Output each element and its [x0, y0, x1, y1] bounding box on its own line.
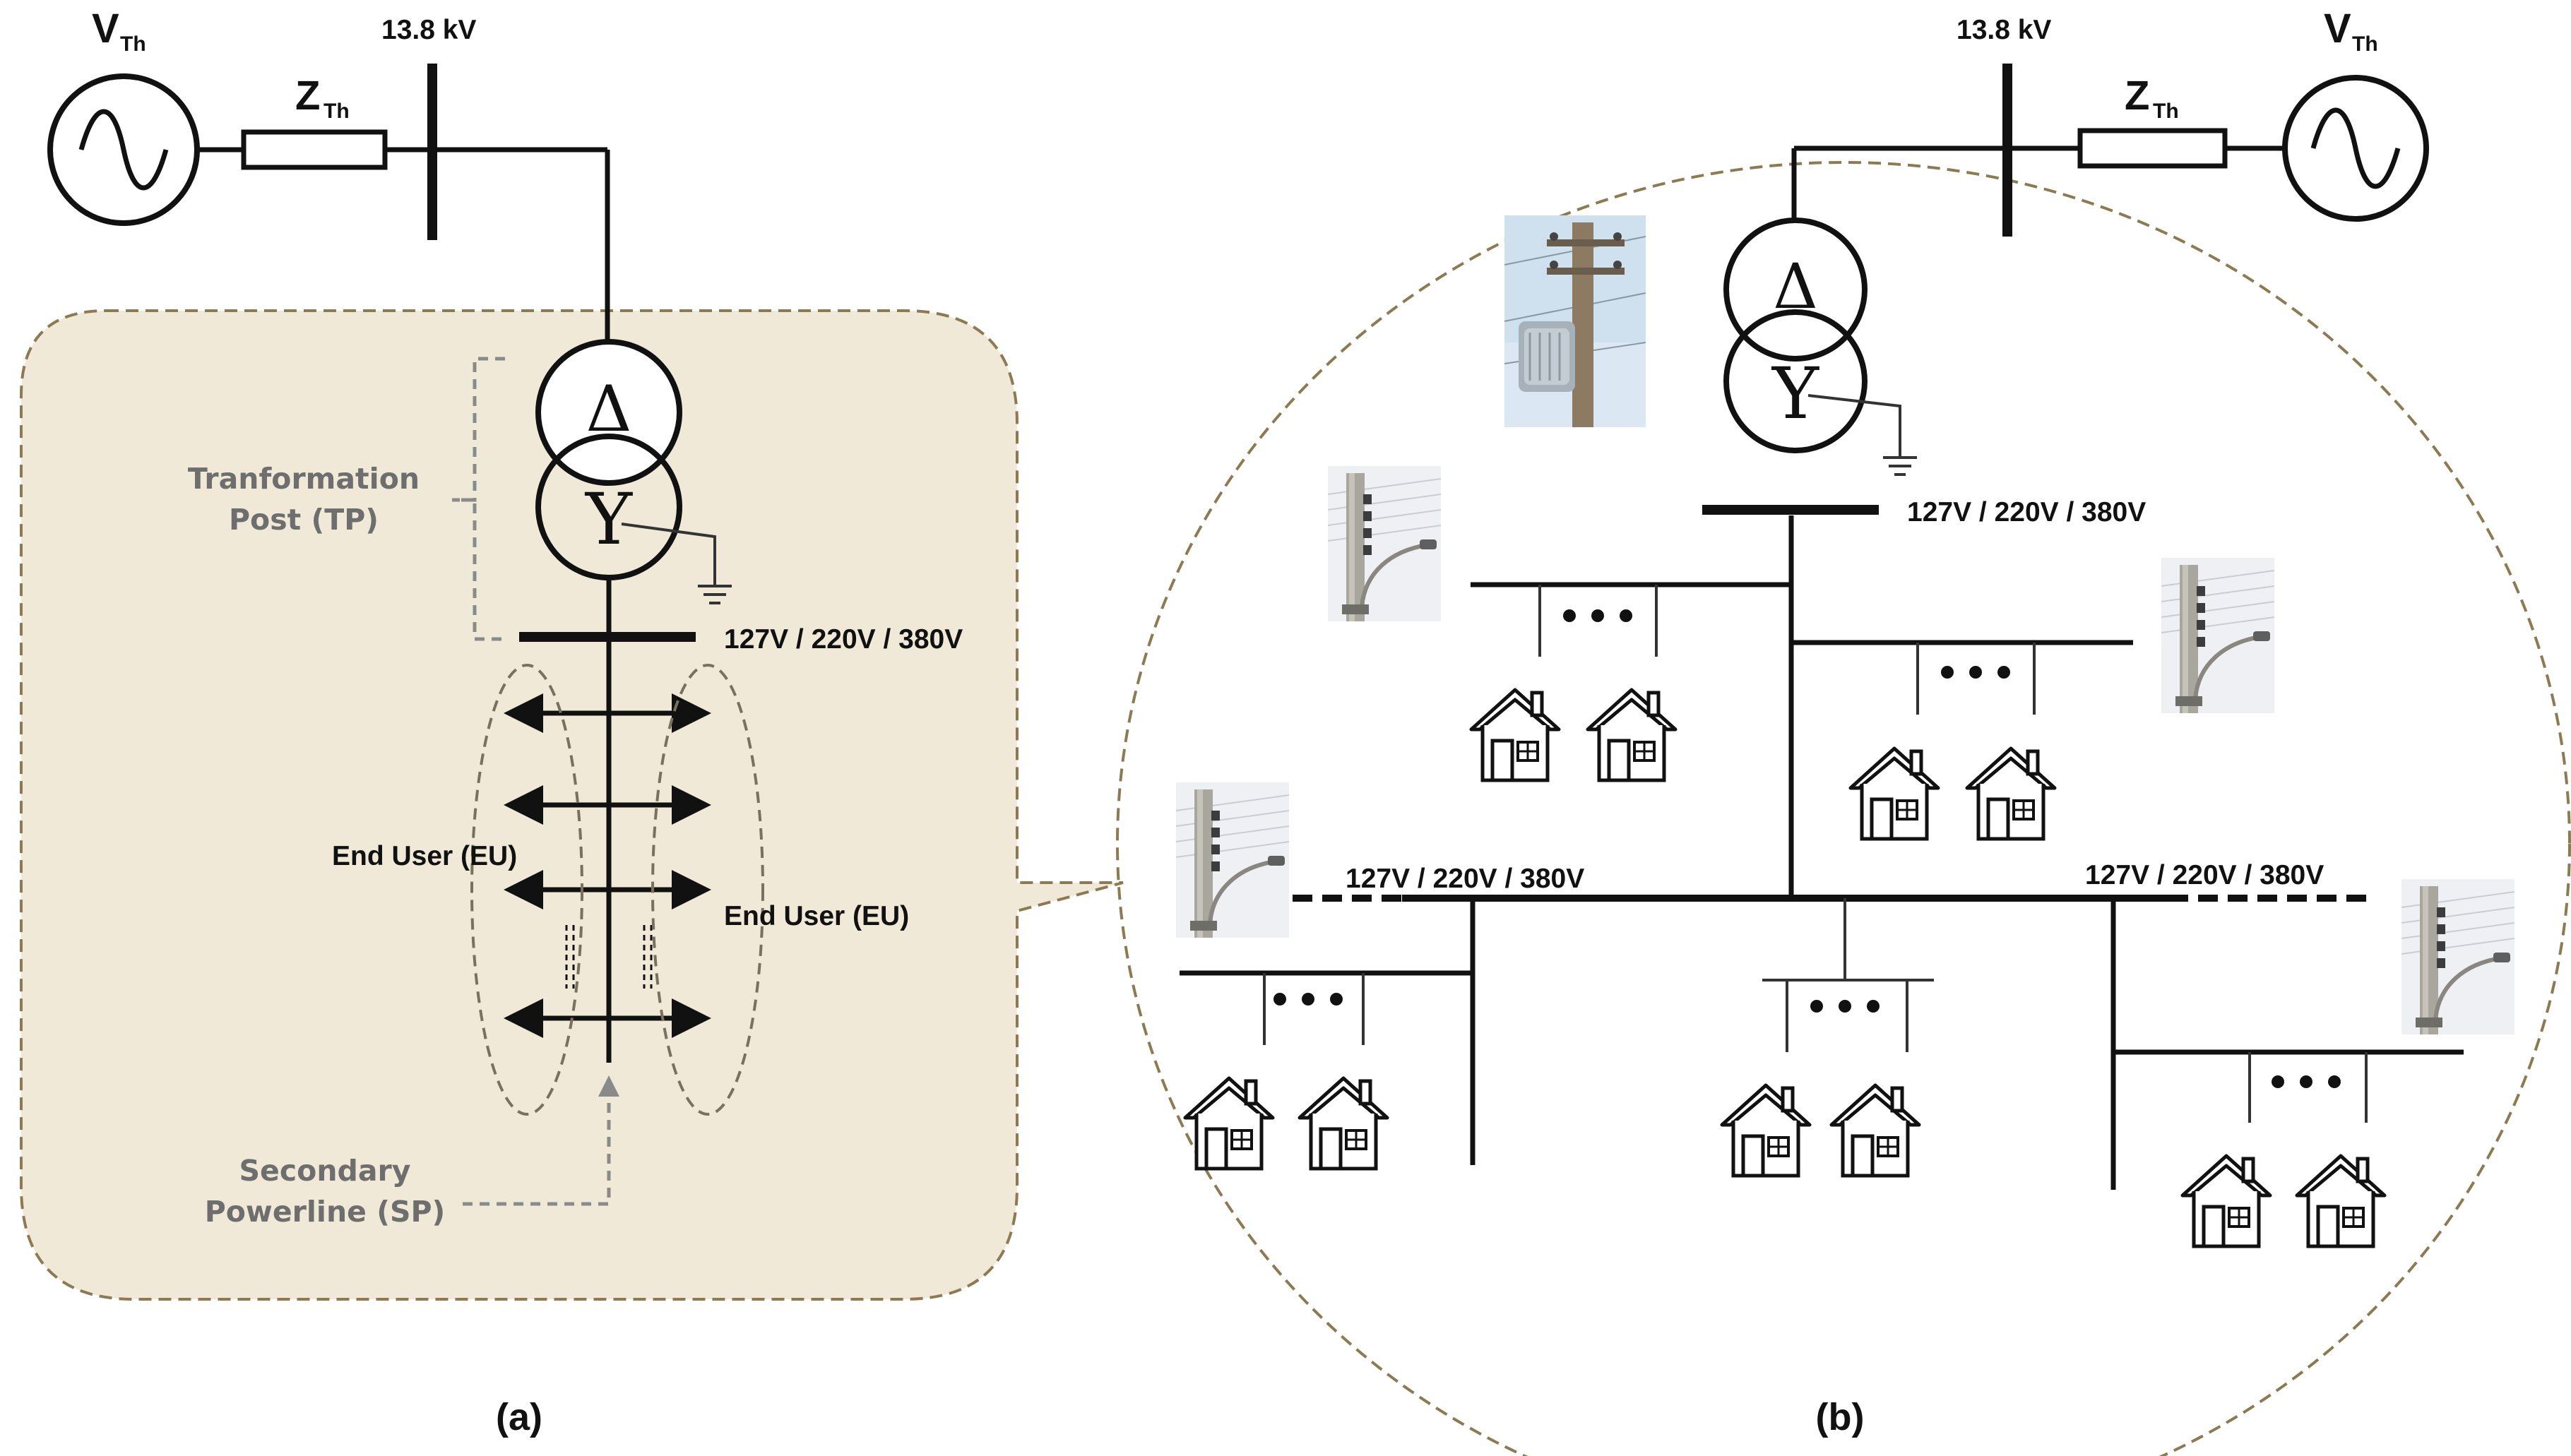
- hv-bus-label-a: 13.8 kV: [381, 15, 476, 45]
- utility-pole-photo: [2161, 558, 2274, 713]
- caption-b: (b): [1816, 1396, 1865, 1438]
- sp-pointer: [463, 1075, 619, 1206]
- zth-subscript-b: Th: [2153, 100, 2179, 123]
- ground-icon: [621, 523, 732, 604]
- impedance-icon: [241, 129, 388, 170]
- utility-pole-photo: [2401, 879, 2514, 1034]
- end-user-group-left: [470, 664, 583, 1116]
- delta-winding-icon: Δ: [1773, 250, 1818, 323]
- house-icon: [1722, 1085, 1810, 1176]
- zth-label: Z: [295, 73, 320, 119]
- utility-pole-photo: [1328, 466, 1441, 621]
- lv-bus-label-b-top: 127V / 220V / 380V: [1907, 497, 2146, 527]
- transformer-pole-photo: [1503, 214, 1647, 429]
- tp-bracket: [452, 357, 505, 641]
- house-icon: [2183, 1156, 2270, 1246]
- vth-subscript-b: Th: [2352, 32, 2378, 56]
- house-icon: [1831, 1085, 1919, 1176]
- ground-icon: [1807, 394, 1917, 476]
- end-user-group-right: [651, 664, 764, 1116]
- lv-bus-label-a: 127V / 220V / 380V: [724, 624, 963, 655]
- vth-label: V: [92, 6, 119, 52]
- panel-b: V Th Z Th 13.8 kV Δ Y 127V / 220V / 380V: [1116, 6, 2571, 1456]
- zth-subscript: Th: [323, 100, 350, 123]
- panel-a: V Th Z Th 13.8 kV Δ Y Tranformation Post…: [20, 6, 1124, 1438]
- lv-bus-label-b-right: 127V / 220V / 380V: [2085, 860, 2324, 890]
- house-icon: [1300, 1078, 1387, 1169]
- wye-winding-icon: Y: [584, 478, 633, 561]
- zth-label-b: Z: [2125, 73, 2149, 119]
- ac-source-icon: [47, 73, 200, 226]
- eu-left-label: End User (EU): [332, 841, 517, 871]
- tp-label-line2: Post (TP): [229, 503, 379, 537]
- house-icon: [1967, 748, 2055, 839]
- lv-bus-label-b-left: 127V / 220V / 380V: [1346, 864, 1584, 894]
- sp-label-line2: Powerline (SP): [205, 1195, 446, 1229]
- ac-source-icon: [2282, 75, 2429, 222]
- delta-winding-icon: Δ: [586, 372, 632, 446]
- house-icon: [1185, 1078, 1273, 1169]
- sp-label-line1: Secondary: [239, 1154, 411, 1188]
- house-icon: [1851, 748, 1938, 839]
- eu-right-label: End User (EU): [724, 901, 909, 931]
- house-icon: [1471, 690, 1559, 780]
- house-icon: [2297, 1156, 2385, 1246]
- tp-label-line1: Tranformation: [188, 462, 420, 496]
- hv-bus-label-b: 13.8 kV: [1957, 15, 2051, 45]
- transformer-b: Δ Y: [1723, 217, 1868, 453]
- wye-winding-icon: Y: [1771, 352, 1819, 435]
- house-icon: [1588, 690, 1675, 780]
- vth-label-b: V: [2324, 6, 2351, 52]
- impedance-icon: [2077, 128, 2228, 169]
- vth-subscript: Th: [120, 32, 146, 56]
- zoom-ellipse: [1116, 161, 2571, 1456]
- caption-a: (a): [496, 1396, 542, 1438]
- utility-pole-photo: [1176, 782, 1289, 938]
